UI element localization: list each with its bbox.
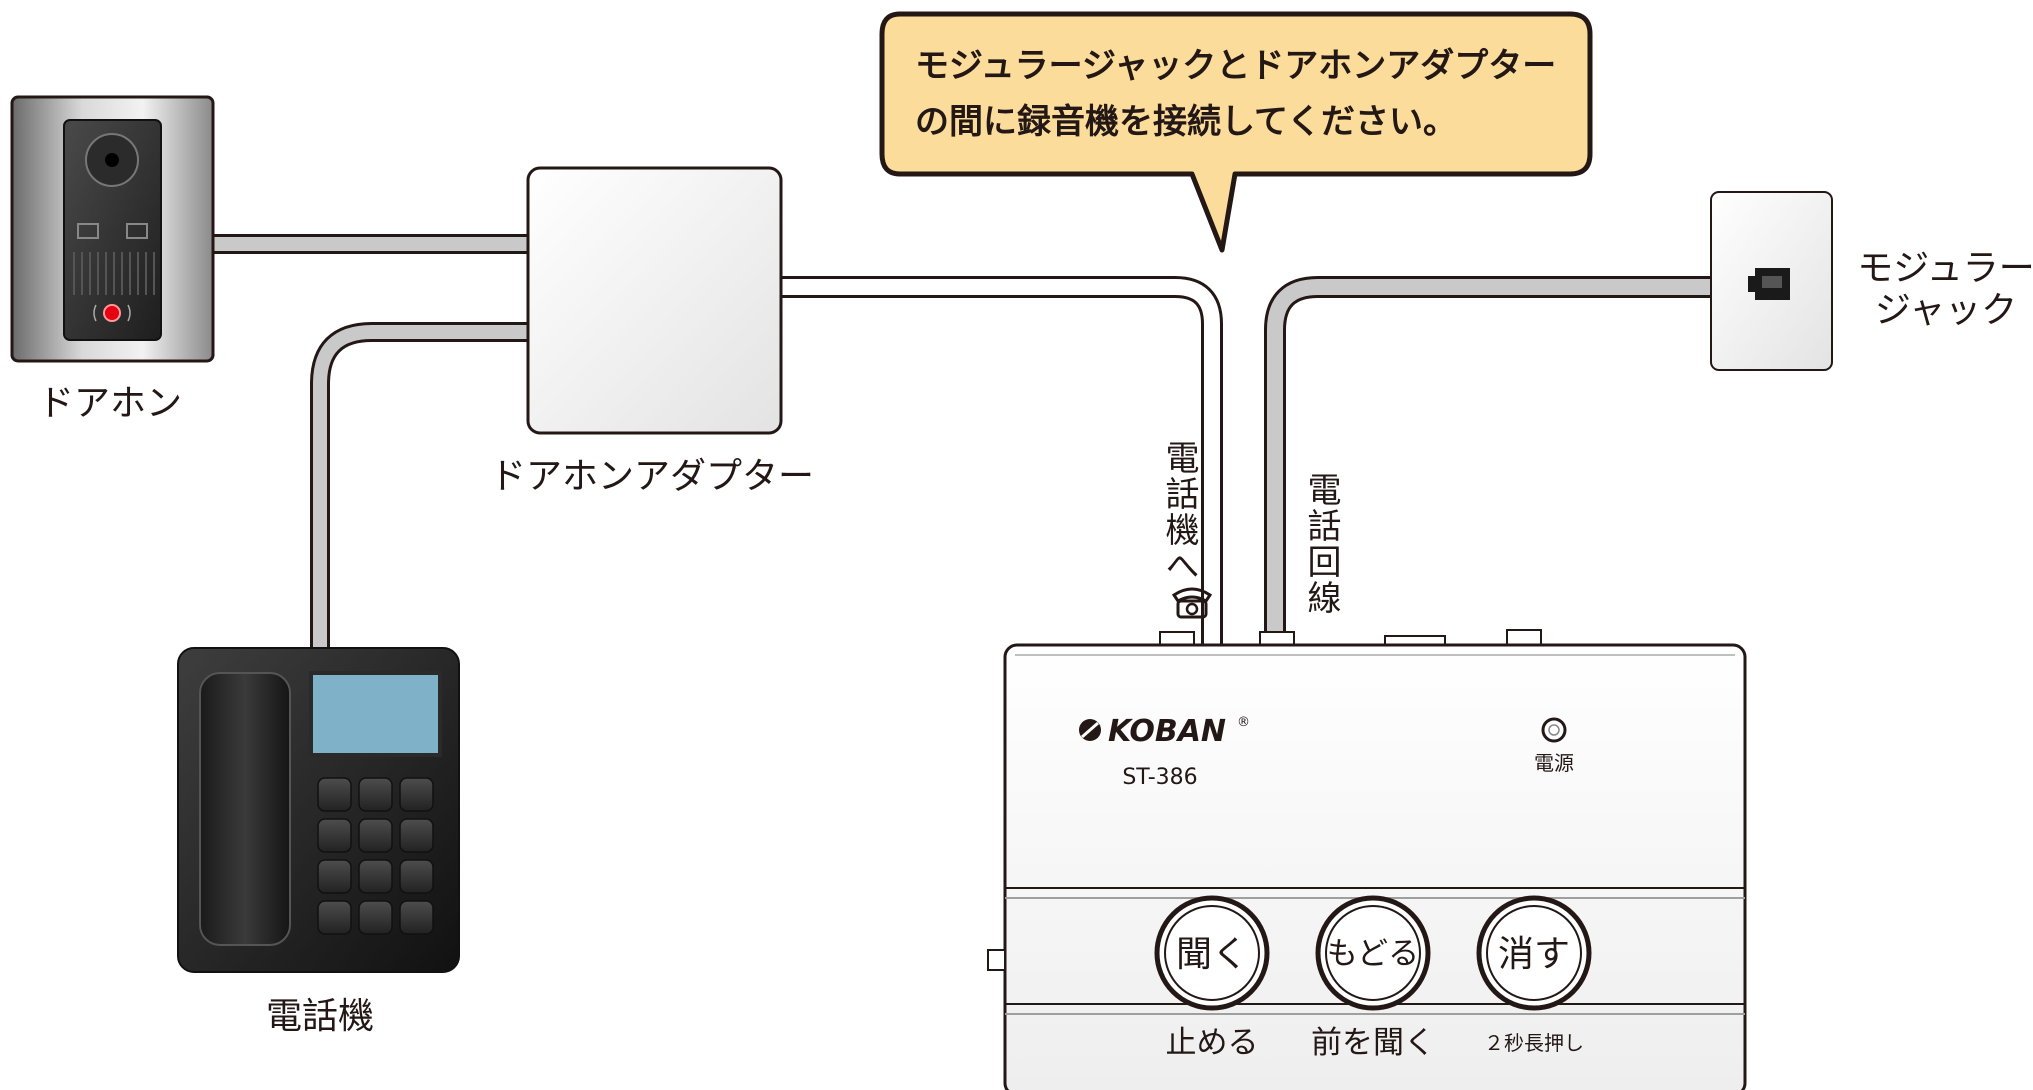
doorphone-unit <box>10 95 215 363</box>
recorder-registered: ® <box>1237 715 1250 730</box>
label-modular-jack-line1: モジュラー <box>1857 248 2033 289</box>
label-door-adapter: ドアホンアダプター <box>490 456 814 497</box>
callout-line-2: の間に録音機を接続してください。 <box>915 102 1457 142</box>
callout-line-1: モジュラージャックとドアホンアダプター <box>915 46 1557 86</box>
door-adapter-box <box>526 166 783 435</box>
call-button-icon <box>103 304 121 322</box>
label-modular-jack-line2: ジャック <box>1875 290 2017 331</box>
cable-adapter-recorder <box>780 276 1223 645</box>
caption-stop: 止める <box>1166 1025 1259 1061</box>
callout-bubble <box>879 11 1593 253</box>
caption-previous: 前を聞く <box>1311 1025 1435 1061</box>
power-label: 電源 <box>1534 751 1574 775</box>
label-phone-line: 電話回線 <box>1301 472 1341 616</box>
recorder-brand: KOBAN <box>1108 714 1226 749</box>
label-to-phone: 電話機へ <box>1159 440 1199 584</box>
speaker-grille <box>73 252 155 295</box>
keypad <box>317 777 434 935</box>
phone-screen <box>309 671 442 757</box>
button-erase-label: 消す <box>1498 934 1570 975</box>
button-erase[interactable] <box>1476 895 1592 1011</box>
caption-long-press: ２秒長押し <box>1484 1031 1584 1055</box>
label-doorphone: ドアホン <box>38 383 182 424</box>
telephone-unit <box>177 647 460 973</box>
recorder-device <box>987 629 1747 1090</box>
handset <box>199 672 291 946</box>
button-back[interactable] <box>1315 895 1431 1011</box>
cable-recorder-jack <box>1264 276 1765 645</box>
callout-text: モジュラージャックとドアホンアダプター の間に録音機を接続してください。 <box>915 38 1595 150</box>
label-telephone: 電話機 <box>266 996 374 1037</box>
recorder-model: ST-386 <box>1122 765 1197 790</box>
modular-jack-plate <box>1710 191 1833 371</box>
button-listen[interactable] <box>1154 895 1270 1011</box>
telephone-icon <box>1171 587 1213 619</box>
button-listen-label: 聞く <box>1176 934 1248 975</box>
button-back-label: もどる <box>1327 936 1419 972</box>
cables <box>212 234 1765 650</box>
